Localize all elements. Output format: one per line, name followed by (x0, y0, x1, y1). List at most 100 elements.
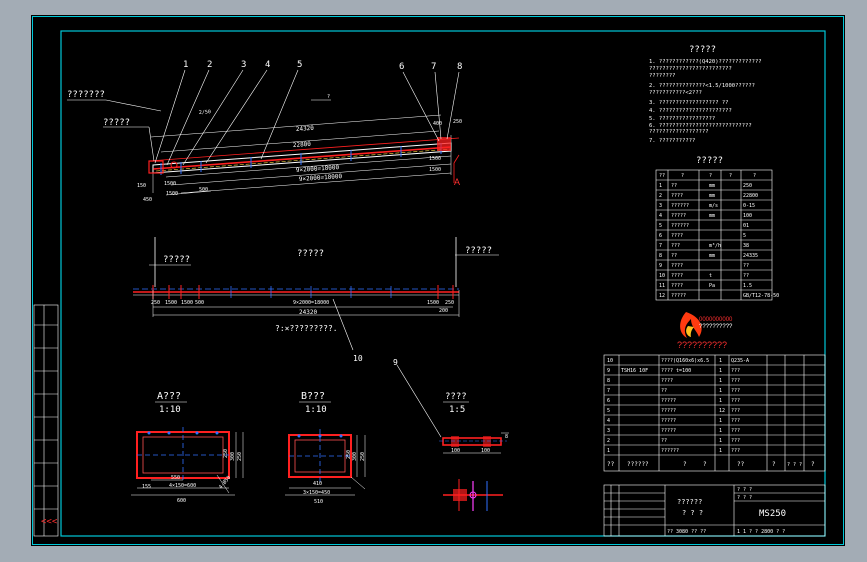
outer-frame (32, 16, 844, 545)
titleblock-small-b: ? ? ? (737, 495, 752, 501)
params-h2: ? (709, 173, 712, 179)
bom-cell: 1 (719, 438, 722, 444)
detail-view[interactable]: 9 ???? 1:5 100 100 8 (393, 358, 509, 511)
param-cell: 2 (659, 193, 662, 199)
dim-span-mid: 22800 (293, 141, 312, 149)
bom-h0: ?? (607, 461, 615, 468)
param-cell: 250 (743, 183, 752, 189)
section-a-view[interactable]: A??? 1:10 550 4×150=600 600 155 250 300 (131, 391, 244, 504)
param-cell: ????? (671, 293, 686, 299)
elevation-view[interactable]: 1 2 3 4 5 6 7 8 ??????? ????? 2/50 24320… (67, 60, 462, 203)
callout-9: 9 (393, 358, 398, 367)
detail-d1: 100 (451, 448, 460, 454)
plan-dim-r2: 250 (445, 300, 454, 306)
flame-icon (680, 312, 702, 338)
bom-h2: ? (683, 461, 687, 468)
param-cell: 12 (659, 293, 665, 299)
param-cell: mm (709, 183, 715, 189)
bom-cell: 1 (719, 428, 722, 434)
callout-4: 4 (265, 60, 270, 70)
plan-dim-segments: 9×2000=18000 (293, 300, 329, 306)
param-cell: 24335 (743, 253, 758, 259)
dim-left-a: 150 (137, 183, 146, 189)
param-cell: 01 (743, 223, 749, 229)
bom-cell: 12 (719, 408, 725, 414)
param-cell: ???? (671, 263, 683, 269)
bom-cell: 1 (719, 418, 722, 424)
plan-label-left: ????? (163, 255, 190, 265)
bom-h1: ?????? (627, 461, 649, 468)
bom-cell: 3 (607, 428, 610, 434)
bom-cell: 1 (719, 448, 722, 454)
dim-left-bottom: 450 (143, 197, 152, 203)
plan-view[interactable]: ????? ????? ????? 250 1500 1500 500 9×20… (133, 237, 499, 363)
param-cell: 1.5 (743, 283, 752, 289)
section-a-dim-right2: 300 (230, 452, 236, 461)
dim-left-b: 1500 (164, 181, 176, 187)
param-cell: m³/h (709, 243, 721, 249)
dim-lower2: 9×2000=18000 (299, 173, 343, 183)
param-cell: 7 (659, 243, 662, 249)
bom-cell: ????? (661, 428, 676, 434)
params-title: ????? (696, 156, 723, 166)
section-b-view[interactable]: B??? 1:10 410 3×150=450 510 250 300 250 (285, 391, 366, 505)
param-cell: 5 (659, 223, 662, 229)
plan-dim-s2: 1500 (165, 300, 177, 306)
param-cell: 6 (659, 233, 662, 239)
drawing-canvas[interactable]: <<< (31, 15, 845, 546)
bom-h6: ? ? ? (787, 462, 802, 468)
section-a-title: A??? (157, 391, 181, 402)
logo-line-2: ?????????? (699, 324, 733, 330)
note-line-5: ???????????<2??? (649, 90, 702, 96)
note-line-4: 2. ??????????????<1.5/1000?????? (649, 83, 755, 89)
param-cell: 10 (659, 273, 665, 279)
section-b-title: B??? (301, 391, 325, 402)
bom-cell: ?? (661, 438, 667, 444)
corner-mark: <<< (41, 517, 58, 527)
param-cell: ?? (743, 263, 749, 269)
title-block: ?????? ? ? ? MS250 ? ? ? ? ? ? ?? 3080 ?… (603, 484, 826, 537)
callout-6: 6 (399, 62, 404, 72)
bom-cell: ??? (731, 438, 740, 444)
bom-cell: 1 (719, 368, 722, 374)
bom-cell: ??? (731, 398, 740, 404)
detail-scale: 1:5 (449, 405, 465, 415)
plan-label-right: ????? (465, 246, 492, 256)
param-cell: t (709, 273, 712, 279)
note-line-9: 6. ???????????????????????????? (649, 123, 752, 129)
bom-cell: ??? (731, 448, 740, 454)
param-cell: ?? (743, 273, 749, 279)
drawing-name: ?????? (677, 498, 702, 506)
bom-cell: 1 (719, 358, 722, 364)
param-cell: 0-15 (743, 203, 755, 209)
param-cell: 8 (659, 253, 662, 259)
param-cell: GB/T12-78-50 (743, 293, 779, 299)
bom-h4: ?? (737, 461, 745, 468)
bom-cell: ??? (731, 408, 740, 414)
bom-h7: ? (811, 461, 815, 468)
param-cell: mm (709, 253, 715, 259)
plan-dim-s4: 500 (195, 300, 204, 306)
bom-cell: 1 (719, 398, 722, 404)
bom-cell: 9 (607, 368, 610, 374)
param-cell: 100 (743, 213, 752, 219)
bom-cell: ????? (661, 398, 676, 404)
params-h1: ? (681, 173, 684, 179)
bom-cell: ?? (661, 388, 667, 394)
drawing-code: MS250 (759, 509, 786, 519)
callout-10: 10 (353, 354, 363, 363)
note-line-3: ???????? (649, 73, 676, 79)
plan-dim-s1: 250 (151, 300, 160, 306)
bom-cell: 5 (607, 408, 610, 414)
drawing-sheet: <<< (31, 15, 845, 546)
param-cell: ?????? (671, 203, 689, 209)
callout-2: 2 (207, 60, 212, 70)
note-line-10: ?????????????????? (649, 129, 709, 135)
plan-dim-total: 24320 (299, 309, 317, 316)
dim-slope: ? (327, 94, 330, 100)
bom-cell: Q235-A (731, 358, 749, 364)
note-line-2: ????????????????????????? (649, 66, 732, 72)
dim-span-top: 24320 (296, 125, 315, 133)
callout-1: 1 (183, 60, 188, 70)
